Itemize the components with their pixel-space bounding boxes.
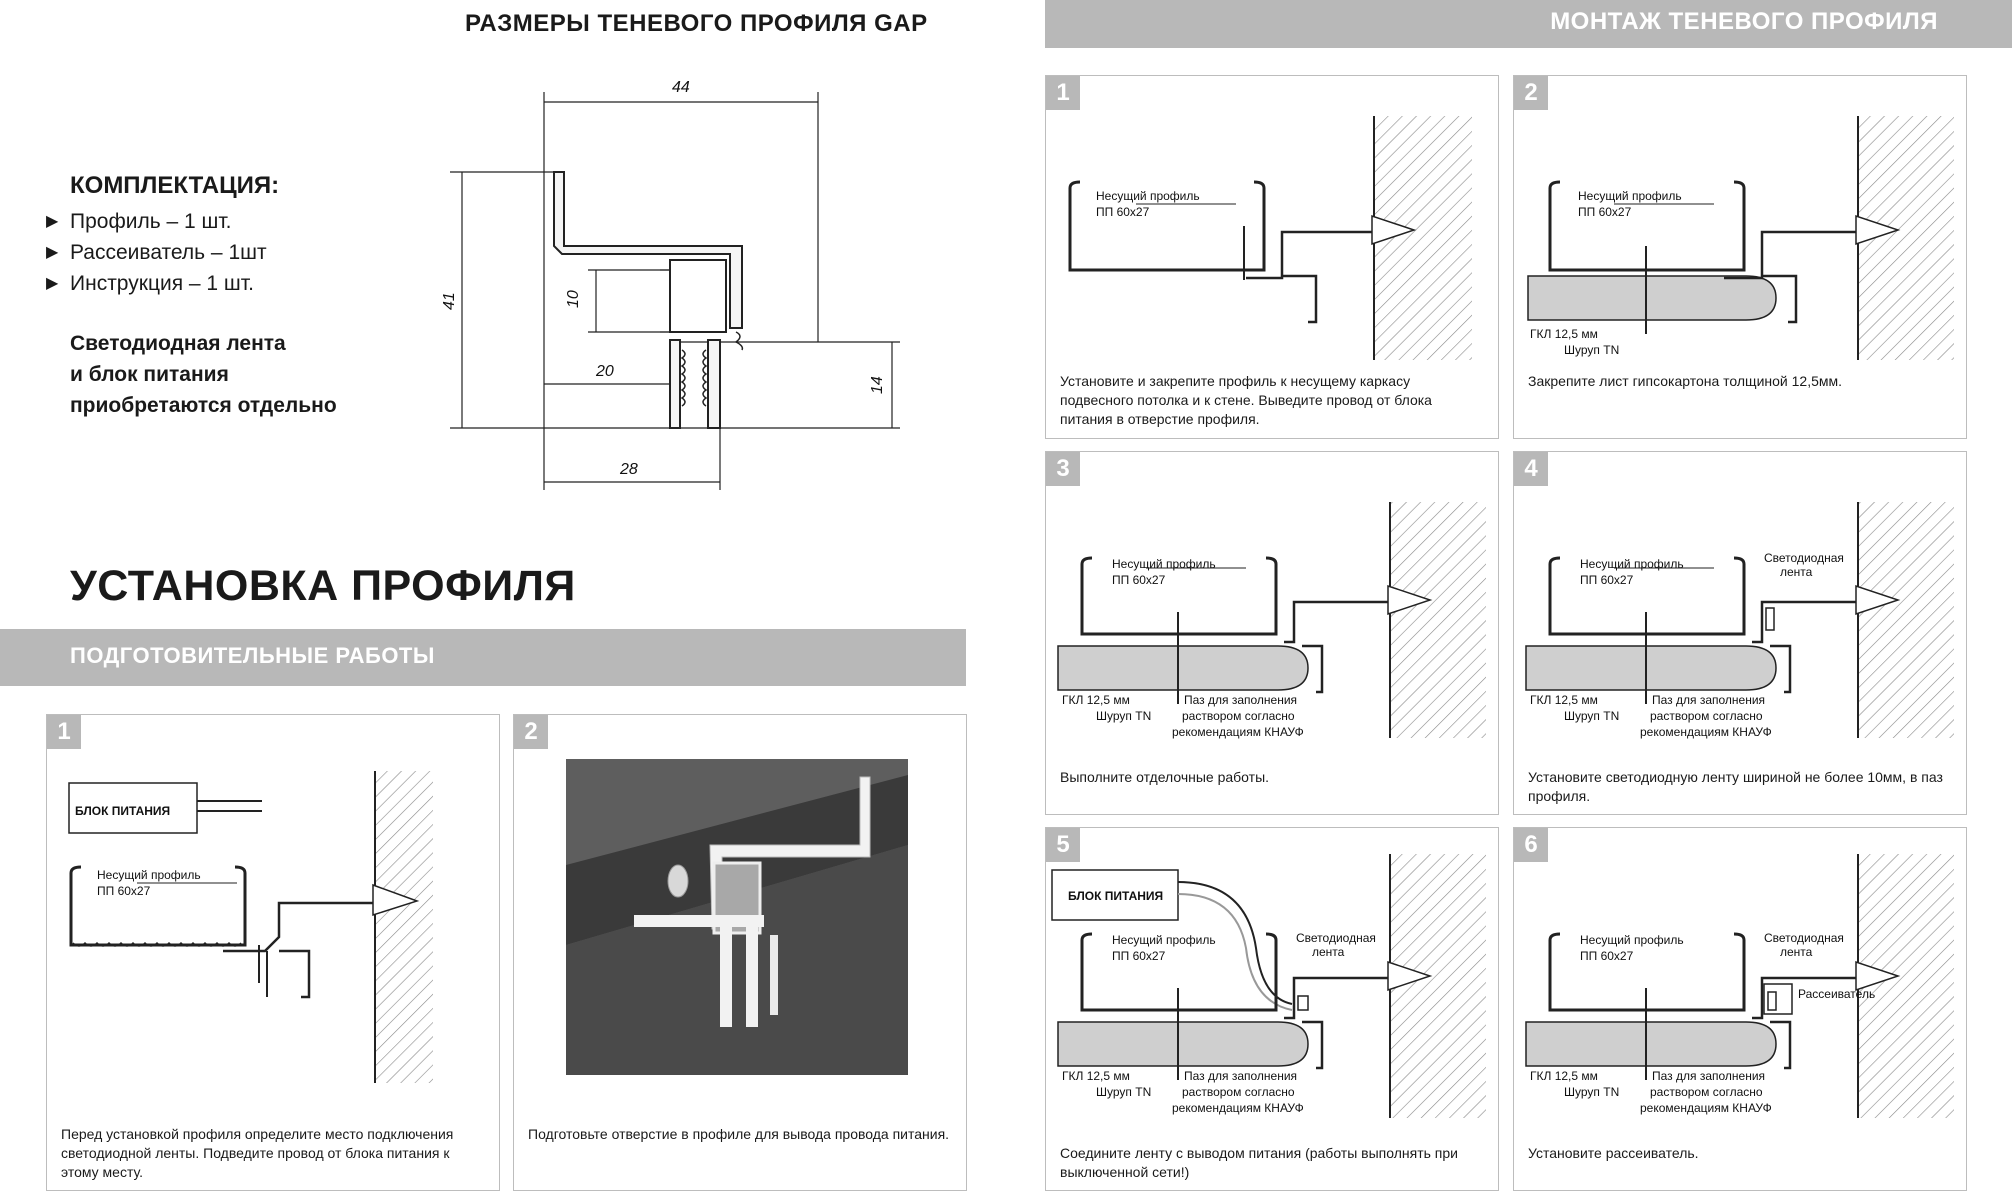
mounting-banner: МОНТАЖ ТЕНЕВОГО ПРОФИЛЯ bbox=[1045, 0, 2012, 48]
dim-44: 44 bbox=[672, 79, 690, 96]
carrier-label: Несущий профиль bbox=[1578, 189, 1682, 203]
kit-list: Профиль – 1 шт. Рассеиватель – 1шт Инстр… bbox=[46, 206, 267, 299]
installation-title: УСТАНОВКА ПРОФИЛЯ bbox=[70, 562, 576, 610]
led-strip-label: лента bbox=[1312, 945, 1345, 959]
screw-label: Шуруп TN bbox=[1564, 709, 1619, 723]
screw-label: Шуруп TN bbox=[1096, 1085, 1151, 1099]
carrier-size-label: ПП 60х27 bbox=[1096, 205, 1150, 219]
step-caption: Перед установкой профиля определите мест… bbox=[61, 1126, 454, 1180]
mount-step-4-diagram: Несущий профиль ПП 60х27 Светодиодная ле… bbox=[1525, 502, 1954, 739]
step-number: 4 bbox=[1514, 452, 1548, 486]
carrier-label: Несущий профиль bbox=[1112, 557, 1216, 571]
mount-step-6-diagram: Несущий профиль ПП 60х27 Светодиодная ле… bbox=[1525, 854, 1954, 1118]
step-number: 1 bbox=[47, 715, 81, 749]
led-strip-label: лента bbox=[1780, 945, 1813, 959]
led-strip-label: Светодиодная bbox=[1296, 931, 1376, 945]
kit-item: Инструкция – 1 шт. bbox=[46, 268, 267, 299]
note-line: и блок питания bbox=[70, 363, 229, 386]
step-caption: Установите рассеиватель. bbox=[1528, 1145, 1699, 1161]
diffuser-label: Рассеиватель bbox=[1798, 987, 1875, 1001]
step-number: 1 bbox=[1046, 76, 1080, 110]
step-caption: Установите светодиодную ленту шириной не… bbox=[1528, 769, 1943, 804]
led-strip-label: лента bbox=[1780, 565, 1813, 579]
carrier-label: Несущий профиль bbox=[1580, 933, 1684, 947]
profile-dimension-drawing: 44 41 10 20 14 28 bbox=[441, 79, 900, 490]
gkl-label: ГКЛ 12,5 мм bbox=[1062, 693, 1130, 707]
mount-step-3-diagram: Несущий профиль ПП 60х27 ГКЛ 12,5 мм Шур… bbox=[1057, 502, 1486, 739]
carrier-label: Несущий профиль bbox=[1580, 557, 1684, 571]
prep-step-1-diagram: БЛОК ПИТАНИЯ Несущий профиль ПП 60х27 bbox=[68, 771, 433, 1083]
groove-label: рекомендациям КНАУФ bbox=[1640, 1101, 1772, 1115]
note-line: Светодиодная лента bbox=[70, 332, 286, 355]
mount-step-5-panel: 5 БЛОК ПИТАНИЯ Несущий профиль ПП 60х27 … bbox=[1045, 827, 1499, 1191]
dim-41: 41 bbox=[441, 292, 458, 310]
carrier-size-label: ПП 60х27 bbox=[1578, 205, 1632, 219]
step-caption: Закрепите лист гипсокартона толщиной 12,… bbox=[1528, 373, 1843, 389]
step-number: 3 bbox=[1046, 452, 1080, 486]
screw-label: Шуруп TN bbox=[1564, 343, 1619, 357]
prep-step-2-render bbox=[566, 759, 908, 1075]
groove-label: Паз для заполнения bbox=[1652, 1069, 1765, 1083]
groove-label: Паз для заполнения bbox=[1652, 693, 1765, 707]
groove-label: раствором согласно bbox=[1650, 709, 1763, 723]
carrier-size-label: ПП 60х27 bbox=[1580, 573, 1634, 587]
screw-label: Шуруп TN bbox=[1564, 1085, 1619, 1099]
mount-step-1-diagram: Несущий профиль ПП 60х27 bbox=[1068, 116, 1472, 360]
kit-item: Рассеиватель – 1шт bbox=[46, 237, 267, 268]
groove-label: раствором согласно bbox=[1182, 709, 1295, 723]
step-caption: Установите и закрепите профиль к несущем… bbox=[1060, 373, 1432, 427]
dim-20: 20 bbox=[595, 363, 614, 380]
mount-step-4-panel: 4 Несущий профиль ПП 60х27 Светодиодная … bbox=[1513, 451, 1967, 815]
gkl-label: ГКЛ 12,5 мм bbox=[1530, 693, 1598, 707]
led-strip-label: Светодиодная bbox=[1764, 551, 1844, 565]
kit-title: КОМПЛЕКТАЦИЯ: bbox=[70, 172, 280, 199]
groove-label: раствором согласно bbox=[1182, 1085, 1295, 1099]
kit-item: Профиль – 1 шт. bbox=[46, 206, 267, 237]
step-caption: Подготовьте отверстие в профиле для выво… bbox=[528, 1126, 950, 1142]
step-number: 2 bbox=[1514, 76, 1548, 110]
mount-step-2-panel: 2 Несущий профиль ПП 60х27 ГКЛ 12,5 мм Ш… bbox=[1513, 75, 1967, 439]
psu-label: БЛОК ПИТАНИЯ bbox=[1068, 889, 1163, 903]
dim-10: 10 bbox=[565, 290, 582, 308]
step-caption: Соедините ленту с выводом питания (работ… bbox=[1060, 1145, 1458, 1180]
purchase-note: Светодиодная лента и блок питания приобр… bbox=[70, 328, 337, 421]
step-number: 6 bbox=[1514, 828, 1548, 862]
carrier-size-label: ПП 60х27 bbox=[1112, 573, 1166, 587]
mount-step-6-panel: 6 Несущий профиль ПП 60х27 Светодиодная … bbox=[1513, 827, 1967, 1191]
dim-14: 14 bbox=[869, 376, 886, 394]
groove-label: рекомендациям КНАУФ bbox=[1640, 725, 1772, 739]
mounting-banner-label: МОНТАЖ ТЕНЕВОГО ПРОФИЛЯ bbox=[1550, 8, 1938, 35]
carrier-size-label: ПП 60х27 bbox=[1112, 949, 1166, 963]
screw-label: Шуруп TN bbox=[1096, 709, 1151, 723]
carrier-size-label: ПП 60х27 bbox=[97, 884, 151, 898]
profile-dimensions-title: РАЗМЕРЫ ТЕНЕВОГО ПРОФИЛЯ GAP bbox=[465, 10, 928, 37]
groove-label: Паз для заполнения bbox=[1184, 693, 1297, 707]
prep-banner: ПОДГОТОВИТЕЛЬНЫЕ РАБОТЫ bbox=[0, 629, 966, 686]
mount-step-5-diagram: БЛОК ПИТАНИЯ Несущий профиль ПП 60х27 Св… bbox=[1051, 854, 1486, 1118]
carrier-label: Несущий профиль bbox=[1112, 933, 1216, 947]
note-line: приобретаются отдельно bbox=[70, 394, 337, 417]
groove-label: Паз для заполнения bbox=[1184, 1069, 1297, 1083]
prep-step-2-panel: 2 Подготовьте отверстие в профиле для вы… bbox=[513, 714, 967, 1191]
led-strip-label: Светодиодная bbox=[1764, 931, 1844, 945]
prep-step-1-panel: 1 БЛОК ПИТАНИЯ Несущий профиль ПП 60х27 … bbox=[46, 714, 500, 1191]
carrier-size-label: ПП 60х27 bbox=[1580, 949, 1634, 963]
gkl-label: ГКЛ 12,5 мм bbox=[1530, 327, 1598, 341]
groove-label: рекомендациям КНАУФ bbox=[1172, 725, 1304, 739]
carrier-label: Несущий профиль bbox=[97, 868, 201, 882]
step-number: 2 bbox=[514, 715, 548, 749]
mount-step-3-panel: 3 Несущий профиль ПП 60х27 ГКЛ 12,5 мм Ш… bbox=[1045, 451, 1499, 815]
dim-28: 28 bbox=[619, 461, 638, 478]
step-caption: Выполните отделочные работы. bbox=[1060, 769, 1270, 785]
gkl-label: ГКЛ 12,5 мм bbox=[1530, 1069, 1598, 1083]
gkl-label: ГКЛ 12,5 мм bbox=[1062, 1069, 1130, 1083]
step-number: 5 bbox=[1046, 828, 1080, 862]
mount-step-1-panel: 1 Несущий профиль ПП 60х27 Установите и … bbox=[1045, 75, 1499, 439]
groove-label: раствором согласно bbox=[1650, 1085, 1763, 1099]
groove-label: рекомендациям КНАУФ bbox=[1172, 1101, 1304, 1115]
mount-step-2-diagram: Несущий профиль ПП 60х27 ГКЛ 12,5 мм Шур… bbox=[1527, 116, 1954, 360]
psu-label: БЛОК ПИТАНИЯ bbox=[75, 804, 170, 818]
prep-banner-label: ПОДГОТОВИТЕЛЬНЫЕ РАБОТЫ bbox=[70, 643, 435, 668]
carrier-label: Несущий профиль bbox=[1096, 189, 1200, 203]
